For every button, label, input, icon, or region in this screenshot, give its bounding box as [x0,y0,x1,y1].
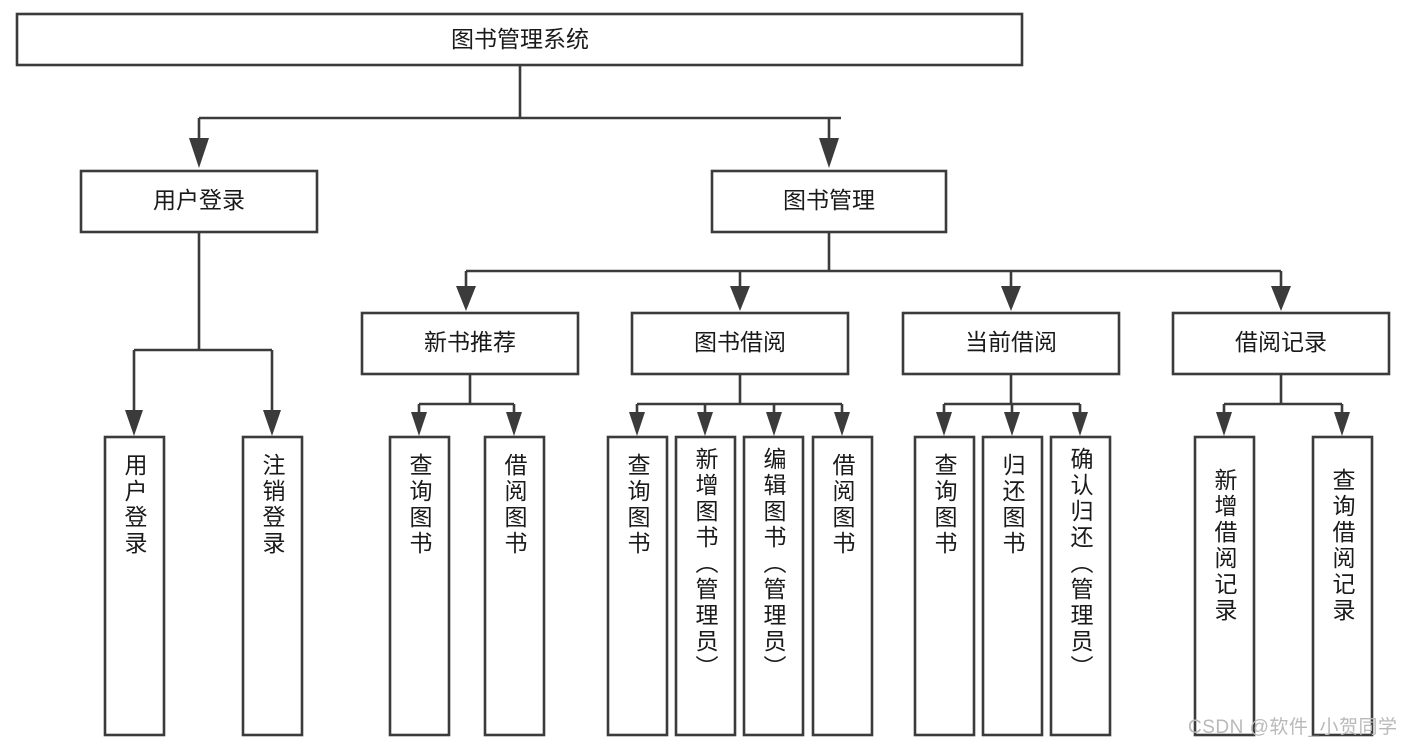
node-new-book-recommend-label: 新书推荐 [424,329,516,355]
node-leaf-add-record[interactable]: 新增借阅记录 [1193,435,1256,737]
node-current-borrow-label: 当前借阅 [965,329,1057,355]
arrow-head-leaf-borrow-book-1 [506,412,522,436]
arrow-head-leaf-borrow-book-2 [834,412,850,436]
node-book-management-box[interactable] [710,169,948,234]
node-leaf-query-book-1-box[interactable] [388,435,451,737]
node-leaf-query-book-3[interactable]: 查询图书 [913,435,976,737]
node-leaf-edit-book-label: 编辑图书（管理员） [760,447,787,681]
node-leaf-query-book-1[interactable]: 查询图书 [388,435,451,737]
arrow-head-current-borrow [1001,286,1021,311]
node-borrow-record[interactable]: 借阅记录 [1171,311,1391,376]
node-leaf-add-book-box[interactable] [674,435,737,737]
arrow-head-leaf-add-record [1216,412,1232,436]
node-leaf-add-book[interactable]: 新增图书（管理员） [674,435,737,737]
arrow-head-leaf-edit-book [766,412,782,436]
node-current-borrow[interactable]: 当前借阅 [901,311,1121,376]
node-book-management-label: 图书管理 [783,187,875,213]
arrow-head-leaf-logout-login [263,410,281,436]
node-leaf-borrow-book-1-box[interactable] [483,435,546,737]
arrow-head-leaf-query-book-1 [411,412,427,436]
node-leaf-query-book-2[interactable]: 查询图书 [606,435,669,737]
node-user-login-box[interactable] [79,169,319,234]
node-leaf-confirm-return-label: 确认归还（管理员） [1067,447,1094,681]
arrow-head-leaf-confirm-return [1072,412,1088,436]
node-leaf-return-book-box[interactable] [981,435,1044,737]
node-book-borrow[interactable]: 图书借阅 [630,311,850,376]
node-leaf-edit-book-box[interactable] [742,435,805,737]
node-borrow-record-label: 借阅记录 [1235,329,1327,355]
arrow-head-book-borrow [730,286,750,311]
node-leaf-query-record-box[interactable] [1311,435,1374,737]
node-leaf-borrow-book-2[interactable]: 借阅图书 [811,435,874,737]
arrow-head-leaf-query-book-3 [936,412,952,436]
node-leaf-add-book-label: 新增图书（管理员） [692,447,719,681]
node-leaf-borrow-book-2-box[interactable] [811,435,874,737]
node-leaf-user-login-label: 用户登录 [121,453,148,557]
arrow-head-leaf-return-book [1004,412,1020,436]
arrow-head-borrow-record [1271,286,1291,311]
arrow-head-leaf-add-book [697,412,713,436]
node-leaf-add-record-label: 新增借阅记录 [1211,468,1238,624]
node-leaf-edit-book[interactable]: 编辑图书（管理员） [742,435,805,737]
node-current-borrow-box[interactable] [901,311,1121,376]
node-root-label: 图书管理系统 [451,26,589,52]
node-leaf-borrow-book-1[interactable]: 借阅图书 [483,435,546,737]
arrow-head-leaf-query-record [1334,412,1350,436]
watermark-text: CSDN @软件_小贺同学 [1188,717,1398,738]
node-user-login[interactable]: 用户登录 [79,169,319,234]
node-leaf-logout-login[interactable]: 注销登录 [241,435,304,737]
arrow-head-book-management [819,138,839,168]
arrow-head-new-book-recommend [456,286,476,311]
node-root[interactable]: 图书管理系统 [15,12,1024,67]
arrow-head-leaf-user-login [125,410,143,436]
node-borrow-record-box[interactable] [1171,311,1391,376]
node-leaf-logout-login-box[interactable] [241,435,304,737]
node-root-box[interactable] [15,12,1024,67]
node-leaf-confirm-return-box[interactable] [1049,435,1112,737]
node-new-book-recommend-box[interactable] [360,311,580,376]
node-leaf-query-book-3-box[interactable] [913,435,976,737]
node-new-book-recommend[interactable]: 新书推荐 [360,311,580,376]
node-leaf-add-record-box[interactable] [1193,435,1256,737]
node-leaf-query-record[interactable]: 查询借阅记录 [1311,435,1374,737]
node-leaf-query-book-2-box[interactable] [606,435,669,737]
node-book-borrow-label: 图书借阅 [694,329,786,355]
connector-layer [125,65,1350,436]
node-leaf-return-book-label: 归还图书 [999,453,1026,557]
node-leaf-user-login[interactable]: 用户登录 [103,435,166,737]
node-leaf-borrow-book-2-label: 借阅图书 [829,453,856,557]
node-leaf-query-record-label: 查询借阅记录 [1329,468,1356,624]
node-leaf-user-login-box[interactable] [103,435,166,737]
node-leaf-query-book-1-label: 查询图书 [406,453,433,557]
node-book-borrow-box[interactable] [630,311,850,376]
arrow-head-leaf-query-book-2 [629,412,645,436]
node-leaf-confirm-return[interactable]: 确认归还（管理员） [1049,435,1112,737]
node-leaf-query-book-3-label: 查询图书 [931,453,958,557]
arrow-head-user-login [189,138,209,168]
node-book-management[interactable]: 图书管理 [710,169,948,234]
node-user-login-label: 用户登录 [153,187,245,213]
node-leaf-borrow-book-1-label: 借阅图书 [501,453,528,557]
node-leaf-query-book-2-label: 查询图书 [624,453,651,557]
node-leaf-logout-login-label: 注销登录 [259,453,286,557]
node-leaf-return-book[interactable]: 归还图书 [981,435,1044,737]
